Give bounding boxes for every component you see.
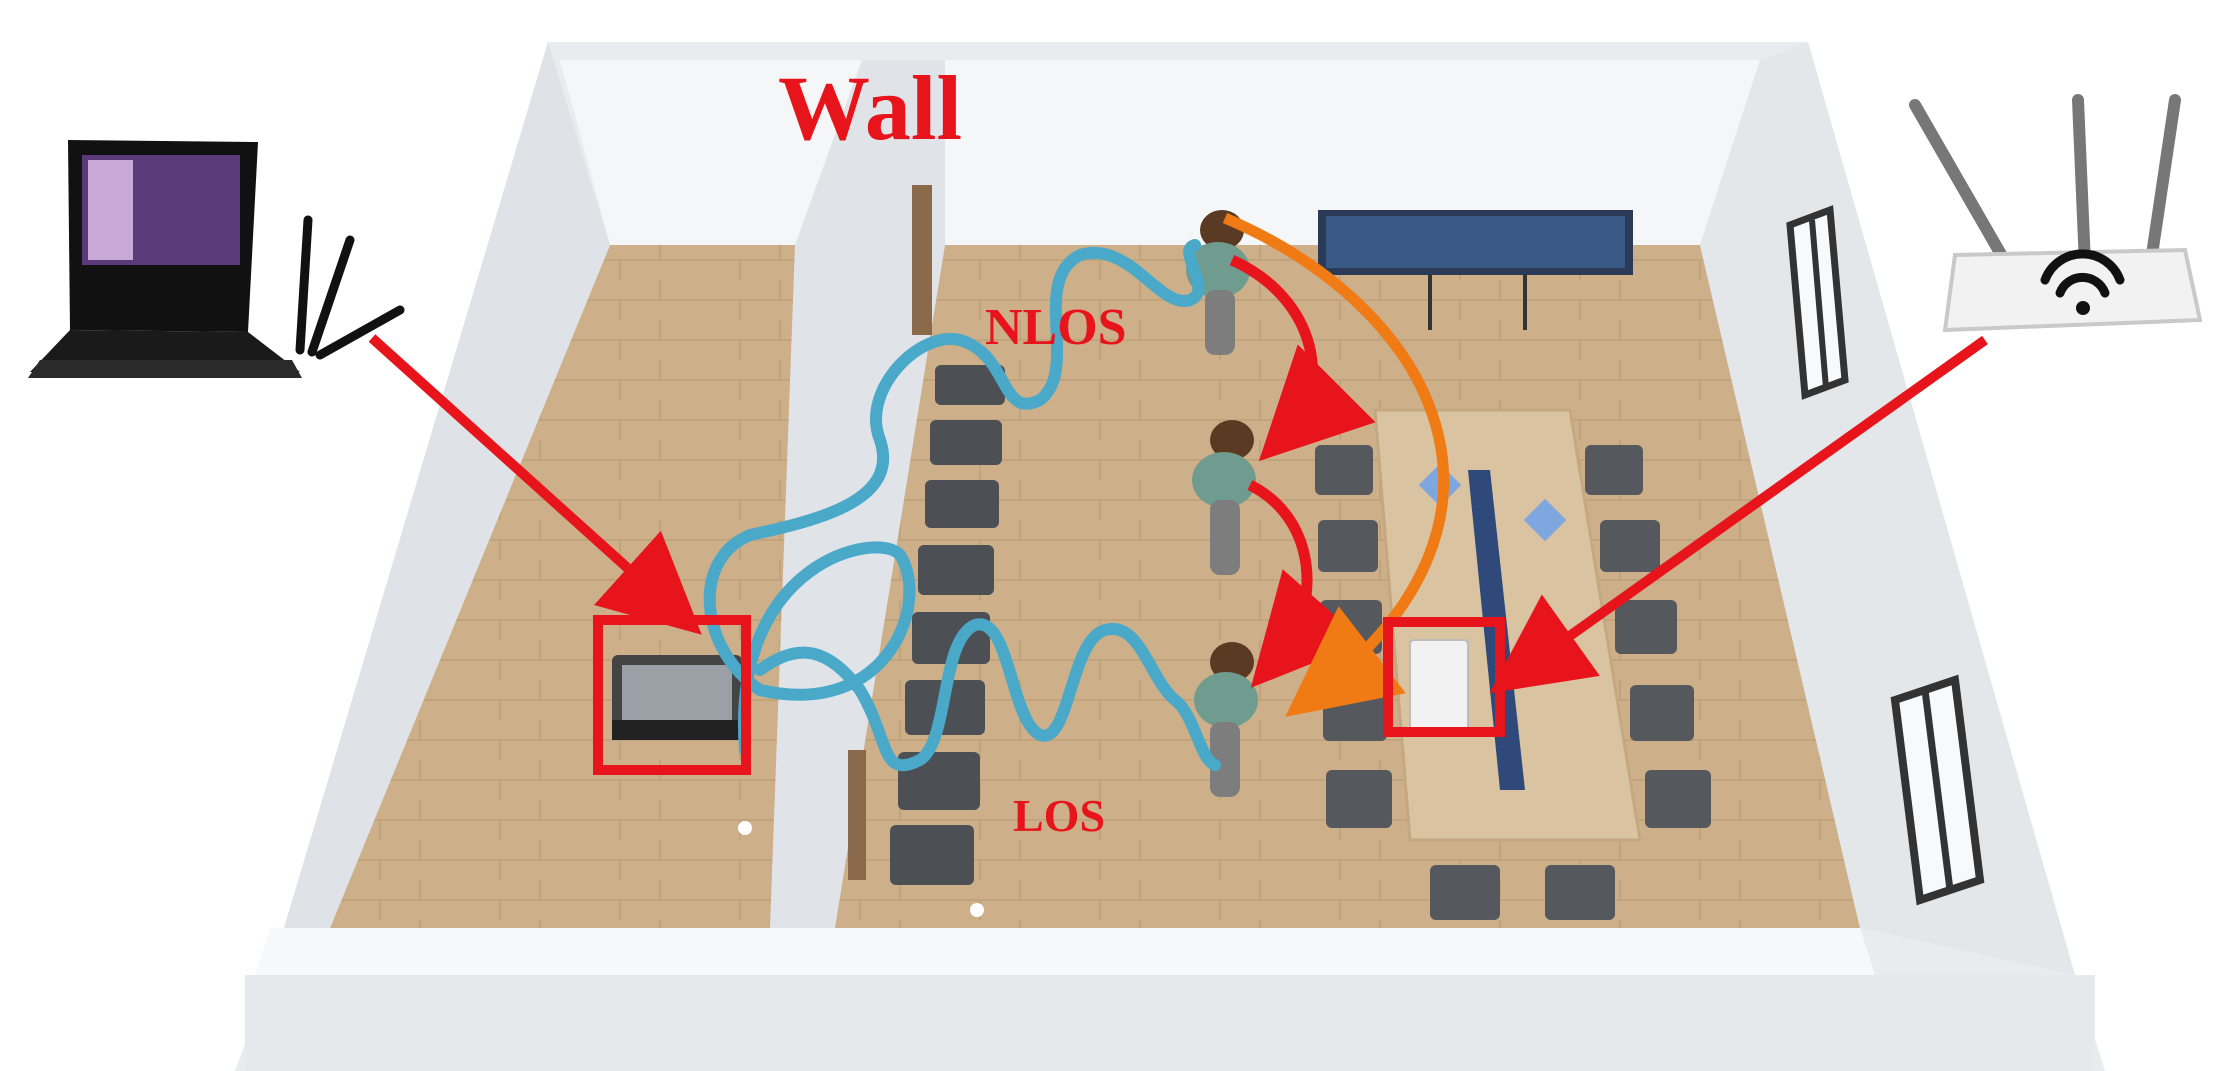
table-paper (1523, 498, 1567, 542)
floor-light (970, 903, 984, 917)
wall-chairs-row (890, 365, 1005, 885)
wifi-router-icon (1909, 94, 2203, 333)
windows (1786, 205, 1985, 906)
doors (848, 185, 932, 880)
los-signal-wave (754, 618, 1221, 772)
walking-person-pose-3 (1194, 642, 1258, 797)
nlos-signal-wave (703, 239, 1205, 756)
floor-light (738, 821, 752, 835)
los-label: LOS (1013, 790, 1106, 841)
table-chairs-right (1585, 445, 1711, 828)
front-wall-face (245, 975, 2095, 1071)
person-motion-arrow (1229, 254, 1376, 462)
person-motion-arrow-direct (1222, 212, 1450, 717)
receiver-laptop-device (612, 655, 742, 740)
table-chairs-front (1430, 865, 1615, 920)
wall-label: Wall (778, 57, 963, 159)
router-device-on-table (1409, 639, 1469, 731)
nlos-label: NLOS (985, 299, 1127, 356)
back-wall-right (945, 60, 1760, 245)
laptop-with-antennas-icon (28, 140, 405, 378)
walking-person-pose-2 (1192, 420, 1256, 575)
router-callout-arrow (1489, 335, 1988, 694)
front-wall-top (255, 928, 1875, 975)
back-wall-left (560, 60, 862, 245)
room (235, 42, 2105, 1071)
tv-screen (1318, 210, 1633, 330)
left-wall-inner (270, 42, 610, 975)
laptop-callout-arrow (368, 334, 702, 635)
